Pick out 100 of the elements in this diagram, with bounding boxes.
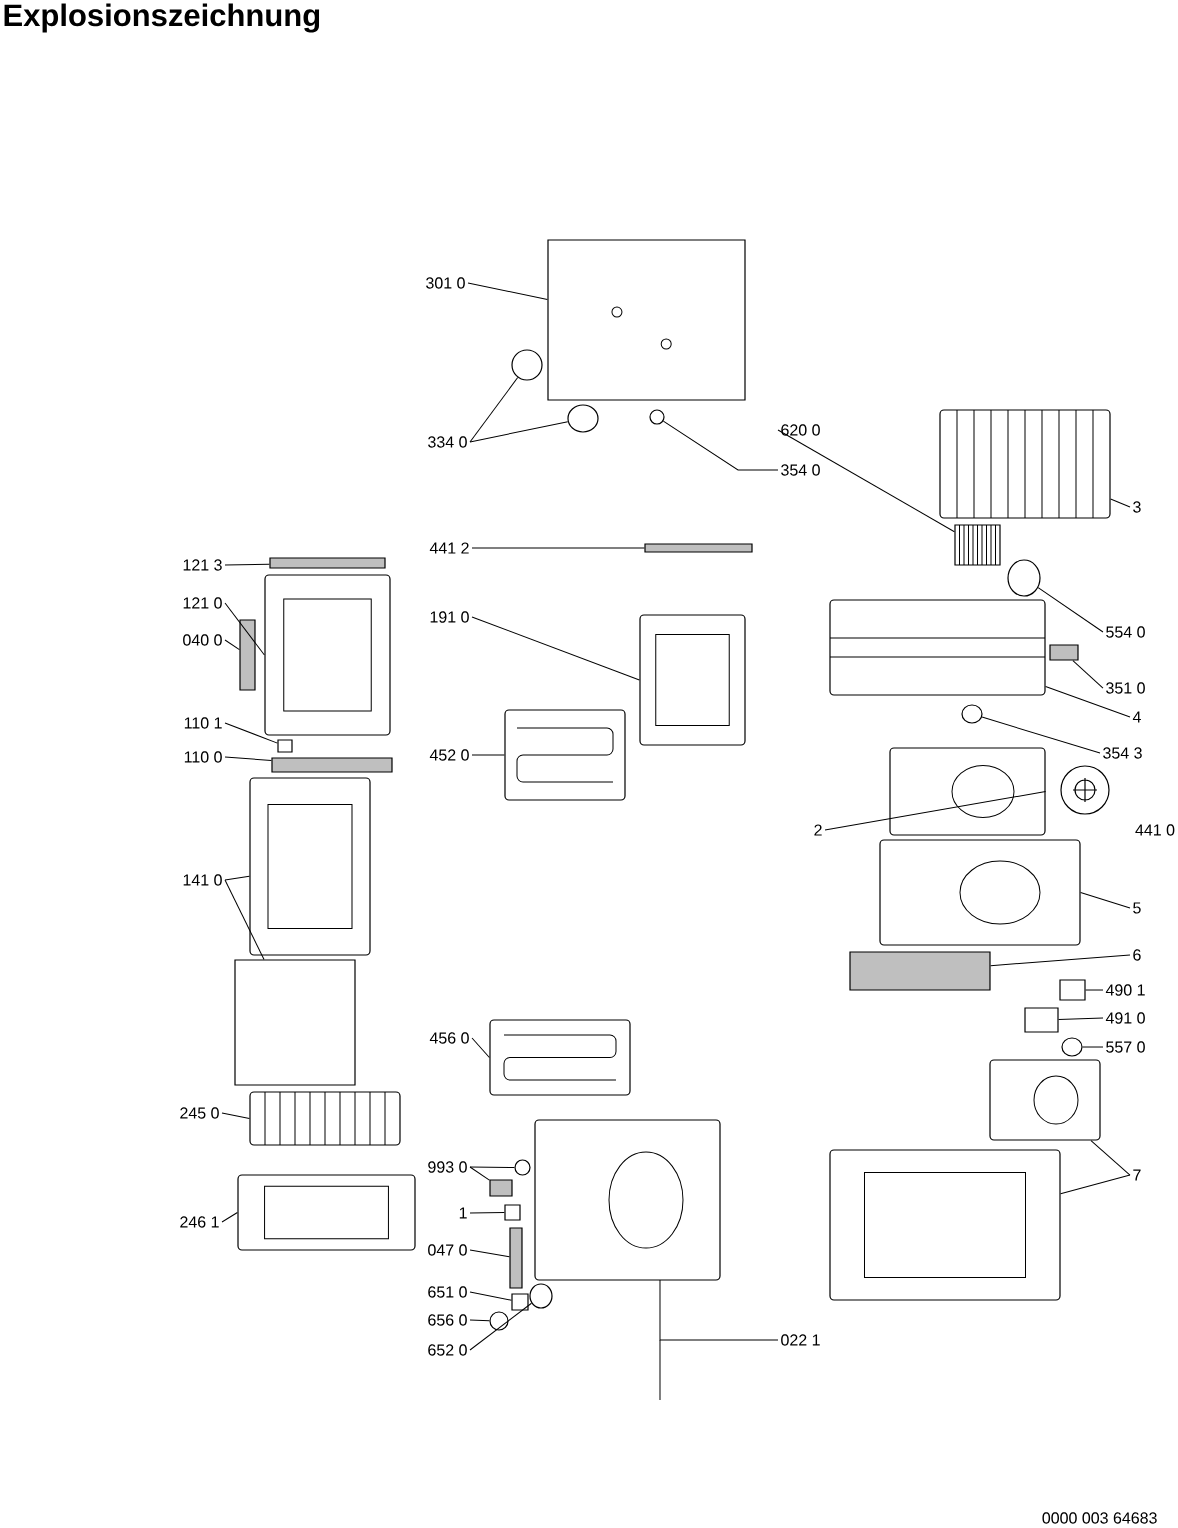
glass-pane bbox=[234, 959, 356, 1086]
screw bbox=[489, 1179, 513, 1197]
leader-line bbox=[469, 1249, 510, 1258]
leader-line bbox=[1110, 498, 1131, 508]
leader-line bbox=[221, 1112, 250, 1119]
control-panel bbox=[547, 239, 746, 401]
leader-line bbox=[469, 421, 569, 443]
callout-number: 354 3 bbox=[1103, 747, 1142, 759]
callout-number: 2 bbox=[814, 824, 822, 836]
spacer bbox=[277, 739, 293, 753]
seal-strip bbox=[509, 1227, 523, 1289]
glass-pane bbox=[249, 777, 371, 956]
leader-line bbox=[469, 1166, 515, 1168]
baking-tray bbox=[237, 1174, 416, 1251]
callout-number: 110 0 bbox=[184, 751, 222, 763]
terminal-block bbox=[1024, 1007, 1059, 1033]
callout-number: 334 0 bbox=[428, 436, 467, 448]
leader-line bbox=[1058, 1017, 1104, 1020]
thermostat bbox=[1007, 559, 1041, 597]
callout-number: 652 0 bbox=[428, 1344, 467, 1356]
leader-line bbox=[224, 875, 250, 881]
leader-line bbox=[469, 1302, 532, 1351]
trim-strip bbox=[849, 951, 991, 991]
cover-plate bbox=[889, 747, 1046, 836]
door-handle bbox=[271, 757, 393, 773]
leader-line bbox=[224, 639, 240, 651]
leader-line bbox=[469, 1319, 490, 1322]
leader-line bbox=[1082, 1046, 1104, 1048]
rod bbox=[1049, 644, 1079, 661]
knob bbox=[489, 1311, 509, 1331]
leader-line bbox=[1072, 660, 1104, 689]
callout-number: 191 0 bbox=[430, 611, 469, 623]
housing bbox=[829, 1149, 1061, 1301]
leader-line bbox=[221, 1212, 238, 1223]
wire-rack bbox=[249, 1091, 401, 1146]
callout-number: 557 0 bbox=[1106, 1041, 1145, 1053]
button bbox=[649, 409, 665, 425]
heating-element bbox=[489, 1019, 631, 1096]
callout-number: 620 0 bbox=[781, 424, 820, 436]
leader-line bbox=[1080, 892, 1131, 909]
leader-line bbox=[981, 716, 1101, 754]
leader-line bbox=[1090, 1140, 1131, 1176]
button bbox=[961, 704, 983, 724]
panel-frame bbox=[829, 599, 1046, 696]
door-strip bbox=[269, 557, 386, 569]
callout-number: 993 0 bbox=[428, 1161, 467, 1173]
inner-door bbox=[264, 574, 391, 736]
callout-number: 121 0 bbox=[183, 597, 222, 609]
callout-number: 351 0 bbox=[1106, 682, 1145, 694]
leader-line bbox=[1060, 1174, 1131, 1195]
callout-number: 490 1 bbox=[1105, 984, 1145, 996]
base-plate bbox=[879, 839, 1081, 946]
lamp bbox=[1061, 1037, 1083, 1057]
leader-line bbox=[471, 547, 645, 549]
leader-line bbox=[471, 1037, 490, 1058]
connector bbox=[1059, 979, 1086, 1001]
knob bbox=[511, 349, 543, 381]
leader-line bbox=[224, 563, 270, 566]
callout-number: 456 0 bbox=[429, 1032, 469, 1044]
door-gasket bbox=[639, 614, 746, 746]
callout-number: 040 0 bbox=[183, 634, 222, 646]
electronic-module bbox=[954, 524, 1001, 566]
leader-line bbox=[1045, 686, 1131, 718]
part-number: 441 0 bbox=[1135, 824, 1175, 836]
leader-line bbox=[471, 616, 640, 681]
leader-line bbox=[824, 791, 1047, 831]
callout-number: 452 0 bbox=[429, 749, 469, 761]
clip bbox=[504, 1204, 521, 1221]
callout-number: 6 bbox=[1133, 949, 1141, 961]
lamp-holder bbox=[529, 1283, 553, 1309]
oven-cavity bbox=[534, 1119, 721, 1281]
callout-number: 656 0 bbox=[428, 1314, 467, 1326]
leader-line bbox=[469, 377, 519, 443]
leader-line bbox=[659, 1279, 779, 1341]
nut bbox=[514, 1159, 531, 1176]
heating-element bbox=[504, 709, 626, 801]
leader-line bbox=[471, 754, 505, 756]
hinge bbox=[239, 619, 256, 691]
callout-number: 022 1 bbox=[781, 1334, 820, 1346]
callout-number: 354 0 bbox=[781, 464, 820, 476]
callout-number: 245 0 bbox=[180, 1107, 219, 1119]
callout-number: 4 bbox=[1132, 711, 1141, 723]
callout-number: 121 3 bbox=[183, 559, 222, 571]
leader-line bbox=[224, 602, 265, 656]
leader-line bbox=[1085, 989, 1104, 991]
bushing bbox=[511, 1293, 529, 1311]
rear-panel bbox=[989, 1059, 1101, 1141]
knob bbox=[567, 404, 599, 433]
callout-number: 301 0 bbox=[426, 277, 465, 289]
callout-number: 141 0 bbox=[183, 874, 222, 886]
leader-line bbox=[469, 1166, 490, 1181]
leader-line bbox=[224, 879, 265, 960]
title: Explosionszeichnung bbox=[4, 3, 320, 33]
callout-number: 110 1 bbox=[184, 717, 222, 729]
leader-line bbox=[662, 420, 779, 471]
callout-number: 3 bbox=[1133, 501, 1141, 513]
callout-number: 7 bbox=[1133, 1169, 1141, 1181]
leader-line bbox=[1037, 587, 1104, 633]
leader-line bbox=[224, 722, 278, 744]
callout-number: 441 2 bbox=[429, 542, 469, 554]
